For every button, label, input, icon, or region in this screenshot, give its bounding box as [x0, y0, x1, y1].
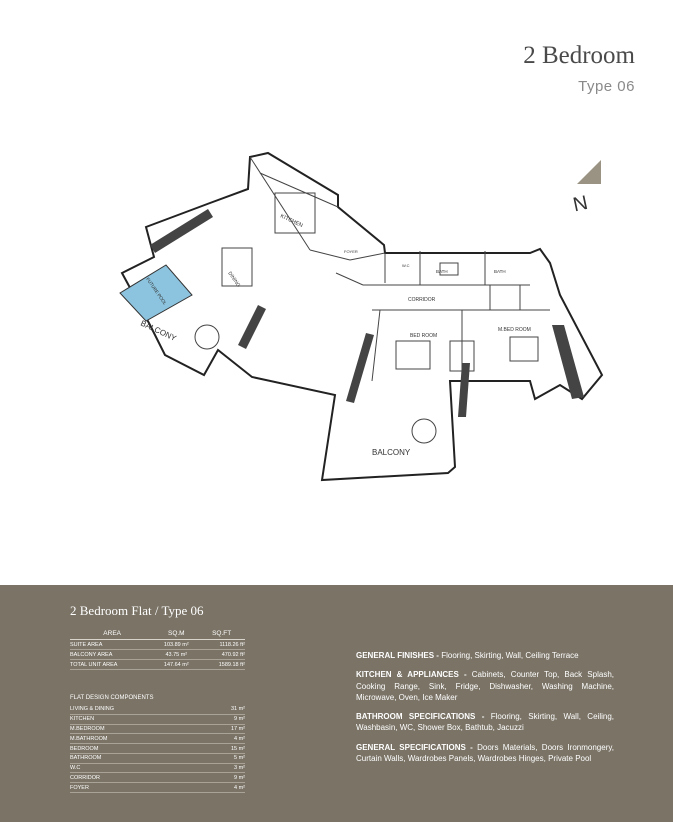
info-panel: 2 Bedroom Flat / Type 06 AREA SQ.M SQ.FT…: [0, 585, 673, 822]
table-row: TOTAL UNIT AREA 147.64 m² 1589.18 ft²: [70, 659, 245, 670]
pool-area: [119, 264, 193, 322]
panel-title: 2 Bedroom Flat / Type 06: [70, 603, 204, 618]
spec-kitchen: KITCHEN & APPLIANCES - Cabinets, Counter…: [356, 670, 614, 702]
label-corridor: CORRIDOR: [408, 297, 436, 303]
compass-label: N: [571, 192, 590, 214]
compass-triangle: [577, 160, 601, 184]
label-wc: W.C: [402, 263, 410, 268]
label-kitchen: KITCHEN: [279, 213, 303, 229]
label-balcony-bottom: BALCONY: [372, 448, 411, 457]
area-table: AREA SQ.M SQ.FT SUITE AREA 103.89 m² 111…: [70, 628, 245, 670]
sqft-header: SQ.FT: [198, 628, 245, 640]
spec-bathroom: BATHROOM SPECIFICATIONS - Flooring, Skir…: [356, 712, 614, 733]
label-balcony-left: BALCONY: [139, 319, 178, 344]
page-title: 2 Bedroom: [523, 42, 635, 69]
components-title: FLAT DESIGN COMPONENTS: [70, 695, 154, 701]
table-row: BALCONY AREA 43.75 m² 470.92 ft²: [70, 649, 245, 660]
spec-general: GENERAL SPECIFICATIONS - Doors Materials…: [356, 742, 614, 764]
label-bath-1: BATH: [436, 269, 448, 274]
plan-outline-left: [120, 151, 604, 482]
floor-plan: KITCHEN DINING FUTURE POOL BALCONY BALCO…: [119, 151, 604, 482]
table-row: SUITE AREA 103.89 m² 1118.26 ft²: [70, 639, 245, 650]
page-subtitle: Type 06: [578, 78, 635, 95]
spec-general-finishes: GENERAL FINISHES - Flooring, Skirting, W…: [356, 651, 579, 660]
label-bath-2: BATH: [494, 269, 506, 274]
area-header: AREA: [70, 628, 155, 640]
label-bedroom: BED ROOM: [410, 333, 437, 339]
label-foyer: FOYER: [344, 249, 358, 254]
specifications: GENERAL FINISHES - Flooring, Skirting, W…: [356, 650, 614, 772]
sqm-header: SQ.M: [154, 628, 199, 640]
label-master-bedroom: M.BED ROOM: [498, 327, 531, 333]
north-arrow-icon: N: [571, 160, 601, 214]
